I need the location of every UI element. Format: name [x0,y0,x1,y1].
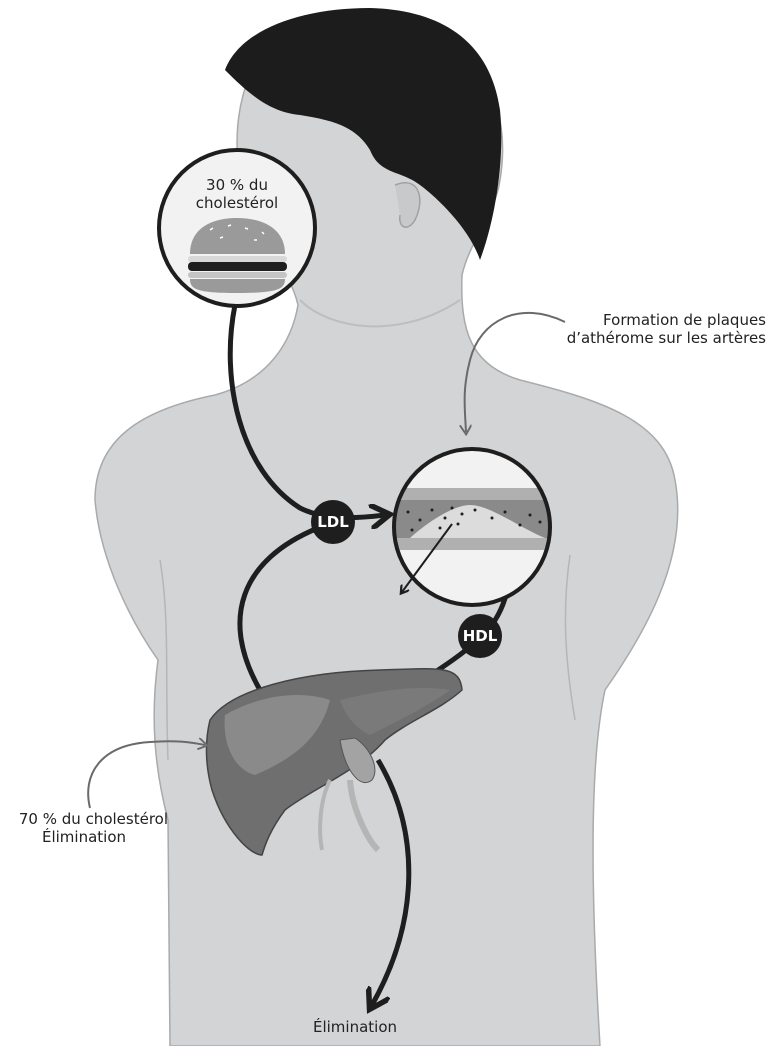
artery-plaque-icon [390,488,560,550]
ldl-badge: LDL [311,500,355,544]
plaque-label-line2: d’athérome sur les artères [540,329,766,347]
liver-label: 70 % du cholestérol Élimination [0,810,168,846]
elimination-label: Élimination [290,1018,420,1036]
hdl-badge: HDL [458,614,502,658]
hdl-label: HDL [463,627,498,645]
diet-label: 30 % du cholestérol [177,176,297,212]
liver-label-line2: Élimination [0,828,168,846]
ldl-label: LDL [317,513,349,531]
plaque-label: Formation de plaques d’athérome sur les … [540,311,766,347]
liver-label-line1: 70 % du cholestérol [0,810,168,828]
diet-circle [159,150,315,306]
plaque-label-line1: Formation de plaques [540,311,766,329]
diet-label-line1: 30 % du [177,176,297,194]
diet-label-line2: cholestérol [177,194,297,212]
